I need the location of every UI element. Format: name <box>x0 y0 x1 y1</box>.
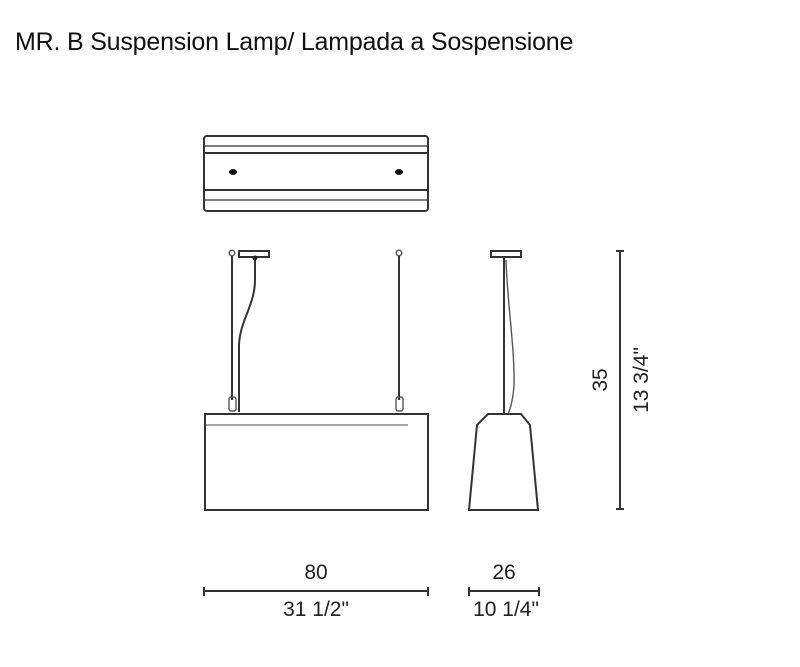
mount-hole-left <box>229 169 237 175</box>
height-dimension: 35 13 3/4" <box>589 250 653 510</box>
height-cm-label: 35 <box>589 368 612 391</box>
page-title: MR. B Suspension Lamp/ Lampada a Sospens… <box>15 28 574 56</box>
depth-inch-label: 10 1/4" <box>473 598 539 621</box>
mount-hole-right <box>395 169 403 175</box>
top-view <box>203 135 429 212</box>
width-inch-label: 31 1/2" <box>283 598 349 621</box>
front-view <box>204 249 429 511</box>
width-dimension: 80 31 1/2" <box>203 561 429 621</box>
side-view <box>467 250 540 511</box>
depth-cm-label: 26 <box>492 561 515 584</box>
height-inch-label: 13 3/4" <box>630 347 653 413</box>
width-cm-label: 80 <box>304 561 327 584</box>
depth-dimension: 26 10 1/4" <box>468 561 540 621</box>
